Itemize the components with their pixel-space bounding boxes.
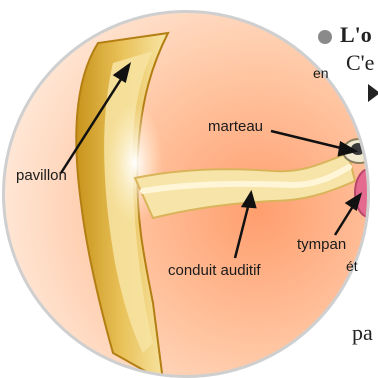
label-tympan: tympan bbox=[297, 236, 346, 253]
eardrum bbox=[355, 169, 370, 217]
label-fragment-en: en bbox=[313, 65, 329, 81]
arrow-marteau bbox=[271, 131, 345, 149]
label-conduit-auditif: conduit auditif bbox=[168, 262, 261, 279]
arrow-conduit bbox=[235, 203, 249, 258]
label-fragment-et: ét bbox=[346, 258, 358, 274]
label-pavillon: pavillon bbox=[16, 167, 67, 184]
label-marteau: marteau bbox=[208, 118, 263, 135]
play-arrow-icon bbox=[368, 84, 378, 102]
